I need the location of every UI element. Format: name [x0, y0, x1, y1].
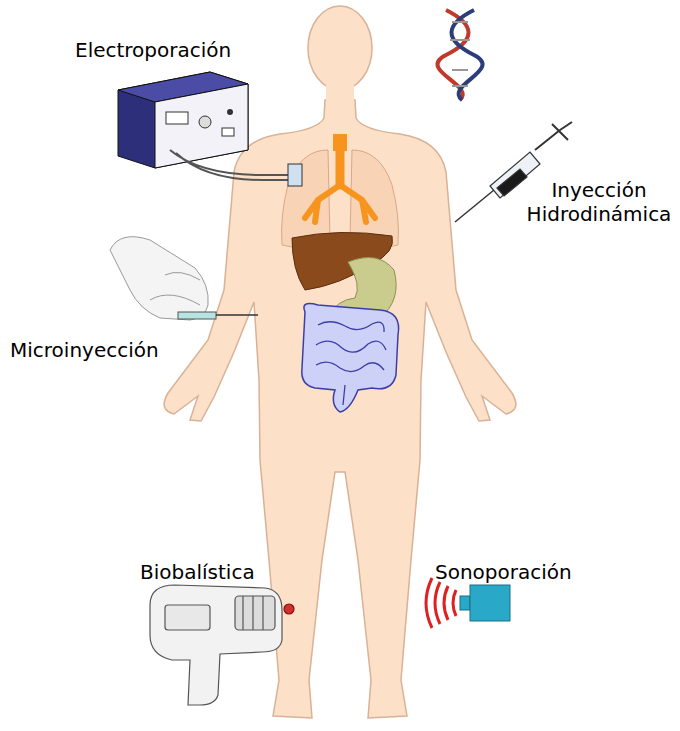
trachea: [305, 135, 375, 222]
gene-gun: [150, 585, 294, 705]
method-label: Microinyección: [10, 338, 159, 362]
ultrasound-probe: [426, 578, 510, 628]
gloved-hand-microinjector: [110, 237, 258, 320]
intestines: [302, 304, 399, 412]
method-label: Inyección Hidrodinámica: [522, 178, 676, 226]
dna-helix: [437, 10, 482, 100]
method-label: Sonoporación: [435, 560, 572, 584]
electroporator: [118, 72, 302, 186]
method-label: Biobalística: [140, 560, 255, 584]
method-label: Electroporación: [75, 38, 231, 62]
